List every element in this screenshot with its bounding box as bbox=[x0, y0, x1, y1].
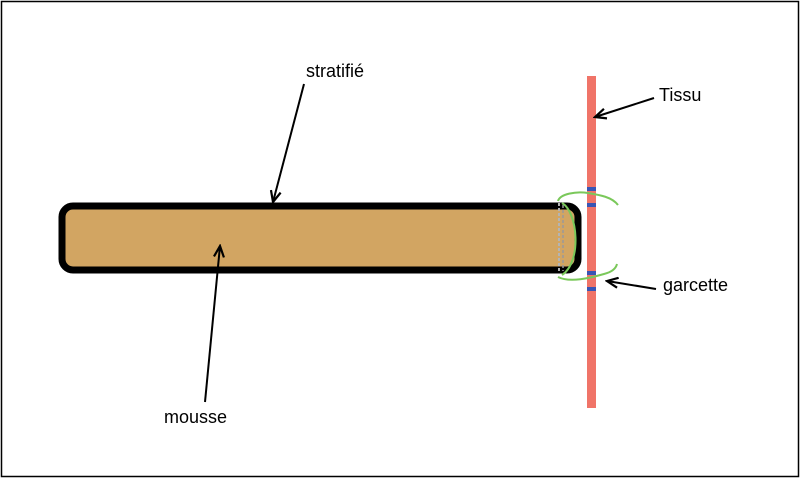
fabric-hole-top-1 bbox=[587, 187, 596, 191]
label-lashing: garcette bbox=[663, 275, 728, 295]
fabric-hole-top-2 bbox=[587, 203, 596, 207]
fabric-strip bbox=[587, 76, 596, 408]
lashing-upper bbox=[557, 191, 619, 206]
lashing-lower bbox=[557, 263, 618, 281]
arrow-lashing bbox=[607, 281, 657, 290]
fabric-hole-bottom-2 bbox=[587, 287, 596, 291]
arrow-laminate bbox=[273, 83, 305, 202]
label-fabric: Tissu bbox=[659, 85, 701, 105]
lashing-wrap bbox=[561, 202, 577, 276]
foam-core bbox=[58, 202, 582, 274]
fabric-hole-bottom-1 bbox=[587, 271, 596, 275]
label-laminate: stratifié bbox=[306, 61, 364, 81]
label-foam: mousse bbox=[164, 407, 227, 427]
arrow-foam bbox=[204, 246, 220, 403]
arrow-fabric bbox=[595, 97, 655, 117]
